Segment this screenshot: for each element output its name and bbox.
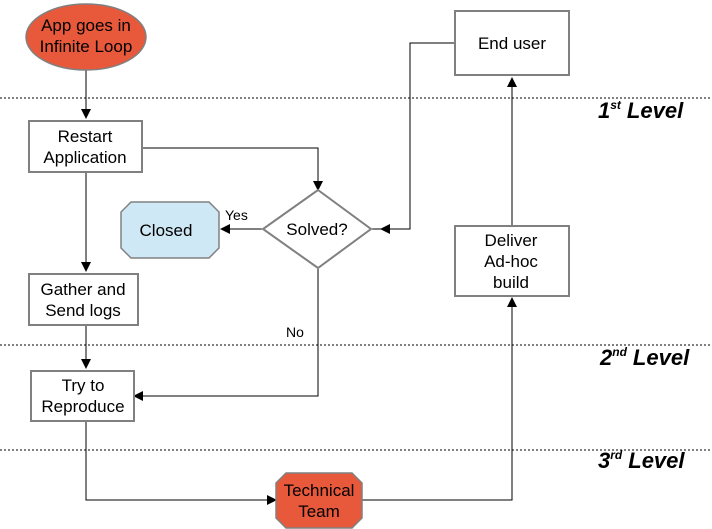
svg-text:Send logs: Send logs — [45, 301, 121, 320]
svg-text:Ad-hoc: Ad-hoc — [484, 252, 538, 271]
svg-text:Technical: Technical — [284, 481, 355, 500]
svg-text:End user: End user — [478, 34, 546, 53]
svg-text:Closed: Closed — [140, 221, 193, 240]
edge-restart-to-solved — [142, 147, 323, 191]
svg-text:Infinite Loop: Infinite Loop — [40, 37, 133, 56]
node-technical-team: Technical Team — [275, 472, 363, 529]
svg-text:Gather and: Gather and — [40, 280, 125, 299]
edge-label-yes: Yes — [225, 207, 248, 223]
node-deliver-build: Deliver Ad-hoc build — [454, 225, 570, 297]
edge-tech-to-deliver — [362, 297, 517, 501]
svg-text:Application: Application — [43, 148, 126, 167]
svg-text:build: build — [493, 273, 529, 292]
edge-solved-to-enduser — [371, 42, 455, 230]
node-try-reproduce: Try to Reproduce — [30, 370, 135, 422]
node-gather-logs: Gather and Send logs — [28, 273, 139, 326]
svg-text:Reproduce: Reproduce — [41, 397, 124, 416]
node-restart-application: Restart Application — [28, 120, 143, 173]
svg-text:App goes in: App goes in — [41, 16, 131, 35]
node-end-user: End user — [454, 10, 570, 76]
svg-text:Deliver: Deliver — [485, 231, 538, 250]
svg-text:Try to: Try to — [62, 376, 105, 395]
svg-text:Team: Team — [298, 502, 340, 521]
svg-text:Restart: Restart — [58, 127, 113, 146]
edge-reproduce-to-tech — [85, 421, 277, 505]
svg-text:Solved?: Solved? — [286, 220, 347, 239]
node-app-loop: App goes in Infinite Loop — [25, 3, 147, 71]
node-closed: Closed — [120, 201, 220, 259]
edge-solved-to-reproduce — [133, 268, 319, 401]
node-solved-decision: Solved? — [261, 188, 373, 270]
edge-label-no: No — [286, 324, 304, 340]
